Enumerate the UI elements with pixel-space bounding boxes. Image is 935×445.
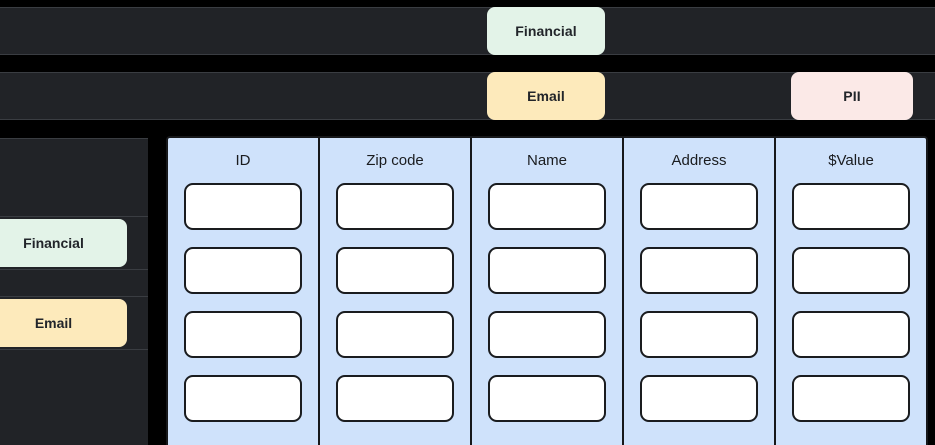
sidebar-panel: Financial Email	[0, 138, 148, 445]
table-column-address: Address	[622, 136, 774, 445]
table-cell[interactable]	[184, 375, 302, 422]
table-column-name: Name	[470, 136, 622, 445]
table-cell[interactable]	[640, 247, 758, 294]
column-header-name: Name	[526, 152, 567, 169]
table-cell[interactable]	[640, 183, 758, 230]
table-column-value: $Value	[774, 136, 928, 445]
tag-financial-label: Financial	[515, 23, 577, 39]
sidebar-tag-financial-label: Financial	[23, 235, 84, 251]
table-cell[interactable]	[488, 247, 606, 294]
table-column-id: ID	[166, 136, 318, 445]
column-cells-name	[472, 183, 622, 422]
column-cells-value	[776, 183, 926, 422]
table-cell[interactable]	[336, 247, 454, 294]
tag-strip-row-2	[0, 72, 935, 120]
table-cell[interactable]	[792, 183, 910, 230]
table-cell[interactable]	[488, 311, 606, 358]
table-cell[interactable]	[336, 183, 454, 230]
sidebar-tag-financial[interactable]: Financial	[0, 219, 127, 267]
table-cell[interactable]	[640, 311, 758, 358]
tag-strip-row-1	[0, 7, 935, 55]
column-header-zip-code: Zip code	[366, 152, 424, 169]
tag-email[interactable]: Email	[487, 72, 605, 120]
tag-financial[interactable]: Financial	[487, 7, 605, 55]
table-cell[interactable]	[184, 247, 302, 294]
table-cell[interactable]	[792, 311, 910, 358]
table-column-zip-code: Zip code	[318, 136, 470, 445]
column-header-value: $Value	[828, 152, 874, 169]
data-table: ID Zip code Name Address $Value	[166, 136, 928, 445]
table-cell[interactable]	[488, 375, 606, 422]
sidebar-tag-email[interactable]: Email	[0, 299, 127, 347]
column-cells-address	[624, 183, 774, 422]
column-cells-id	[168, 183, 318, 422]
column-header-id: ID	[235, 152, 251, 169]
table-cell[interactable]	[792, 247, 910, 294]
column-cells-zip-code	[320, 183, 470, 422]
table-cell[interactable]	[792, 375, 910, 422]
table-cell[interactable]	[336, 375, 454, 422]
tag-pii[interactable]: PII	[791, 72, 913, 120]
table-cell[interactable]	[488, 183, 606, 230]
table-cell[interactable]	[640, 375, 758, 422]
tag-pii-label: PII	[843, 88, 861, 104]
tag-email-label: Email	[527, 88, 565, 104]
table-cell[interactable]	[336, 311, 454, 358]
table-cell[interactable]	[184, 183, 302, 230]
column-header-address: Address	[671, 152, 727, 169]
table-cell[interactable]	[184, 311, 302, 358]
sidebar-tag-email-label: Email	[34, 315, 73, 331]
